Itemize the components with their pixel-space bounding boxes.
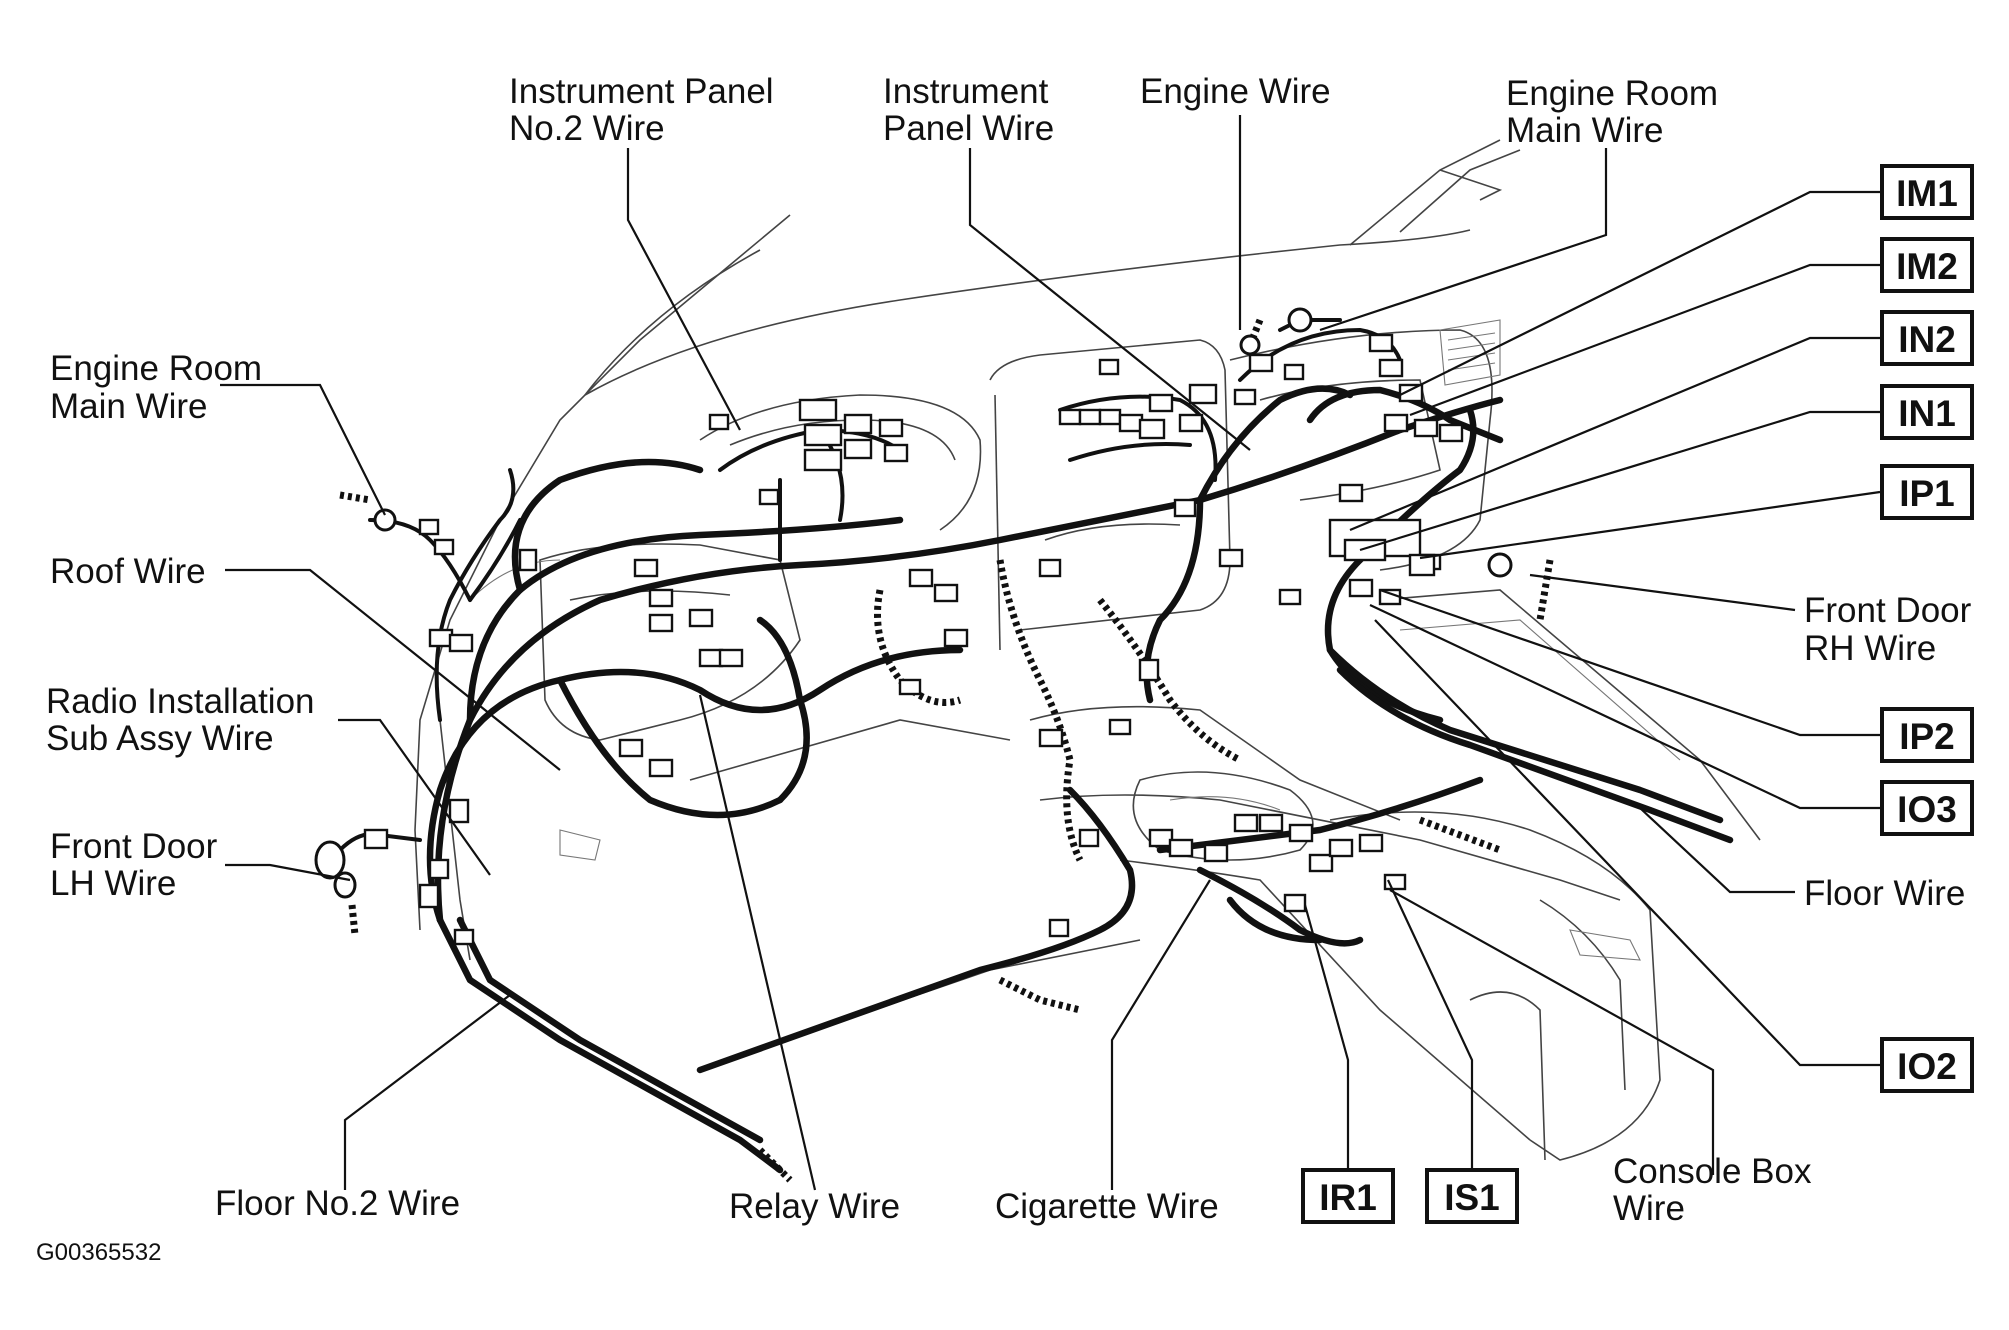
label-engine-room-main-wire-left-l1: Engine Room xyxy=(50,349,262,388)
label-cigarette-wire: Cigarette Wire xyxy=(995,1187,1219,1226)
connector-tag-ip2: IP2 xyxy=(1880,707,1974,763)
label-floor-wire: Floor Wire xyxy=(1804,874,1965,913)
label-console-box-wire-l2: Wire xyxy=(1613,1189,1685,1228)
label-radio-installation-l2: Sub Assy Wire xyxy=(46,719,274,758)
connector-tag-in1: IN1 xyxy=(1880,384,1974,440)
label-console-box-wire-l1: Console Box xyxy=(1613,1152,1812,1191)
label-engine-wire: Engine Wire xyxy=(1140,72,1331,111)
connector-tag-is1: IS1 xyxy=(1425,1168,1519,1224)
label-floor-no2-wire: Floor No.2 Wire xyxy=(215,1184,460,1223)
leader-lines xyxy=(220,115,1881,1191)
connector-code-in2: IN2 xyxy=(1898,319,1956,360)
label-instrument-panel-no2-wire-l1: Instrument Panel xyxy=(509,72,774,111)
wire-name-labels: Instrument Panel No.2 Wire Instrument Pa… xyxy=(46,72,1972,1228)
harness-routing xyxy=(338,318,1734,1174)
connector-tag-io2: IO2 xyxy=(1880,1037,1974,1093)
label-instrument-panel-no2-wire-l2: No.2 Wire xyxy=(509,109,665,148)
connector-tag-io3: IO3 xyxy=(1880,780,1974,836)
connector-code-boxes: IM1 IM2 IN2 IN1 IP1 IP2 IO3 IO2 xyxy=(1301,164,1974,1224)
connector-tag-ip1: IP1 xyxy=(1880,464,1974,520)
label-instrument-panel-wire-l1: Instrument xyxy=(883,72,1049,111)
dashboard-outline xyxy=(414,139,1761,1161)
connector-blocks xyxy=(363,333,1464,946)
label-roof-wire: Roof Wire xyxy=(50,552,206,591)
label-instrument-panel-wire-l2: Panel Wire xyxy=(883,109,1054,148)
connector-code-im1: IM1 xyxy=(1896,173,1958,214)
connector-code-io3: IO3 xyxy=(1897,789,1957,830)
connector-code-is1: IS1 xyxy=(1444,1177,1500,1218)
connector-code-ip1: IP1 xyxy=(1899,473,1955,514)
label-front-door-lh-wire-l1: Front Door xyxy=(50,827,218,866)
label-radio-installation-l1: Radio Installation xyxy=(46,682,315,721)
label-engine-room-main-wire-top-l2: Main Wire xyxy=(1506,111,1664,150)
connector-code-im2: IM2 xyxy=(1896,246,1958,287)
connector-code-ip2: IP2 xyxy=(1899,716,1955,757)
connector-code-io2: IO2 xyxy=(1897,1046,1957,1087)
label-engine-room-main-wire-top-l1: Engine Room xyxy=(1506,74,1718,113)
connector-code-in1: IN1 xyxy=(1898,393,1956,434)
connector-tag-im1: IM1 xyxy=(1880,164,1974,220)
grommets xyxy=(314,307,1513,899)
label-front-door-rh-wire-l2: RH Wire xyxy=(1804,629,1936,668)
connector-code-ir1: IR1 xyxy=(1319,1177,1377,1218)
label-front-door-rh-wire-l1: Front Door xyxy=(1804,591,1972,630)
connector-tag-im2: IM2 xyxy=(1880,237,1974,293)
label-front-door-lh-wire-l2: LH Wire xyxy=(50,864,176,903)
connector-tag-in2: IN2 xyxy=(1880,310,1974,366)
label-relay-wire: Relay Wire xyxy=(729,1187,900,1226)
figure-reference-id: G00365532 xyxy=(36,1239,161,1266)
connector-tag-ir1: IR1 xyxy=(1301,1168,1395,1224)
label-engine-room-main-wire-left-l2: Main Wire xyxy=(50,387,208,426)
harness-conduits xyxy=(339,318,1554,1183)
